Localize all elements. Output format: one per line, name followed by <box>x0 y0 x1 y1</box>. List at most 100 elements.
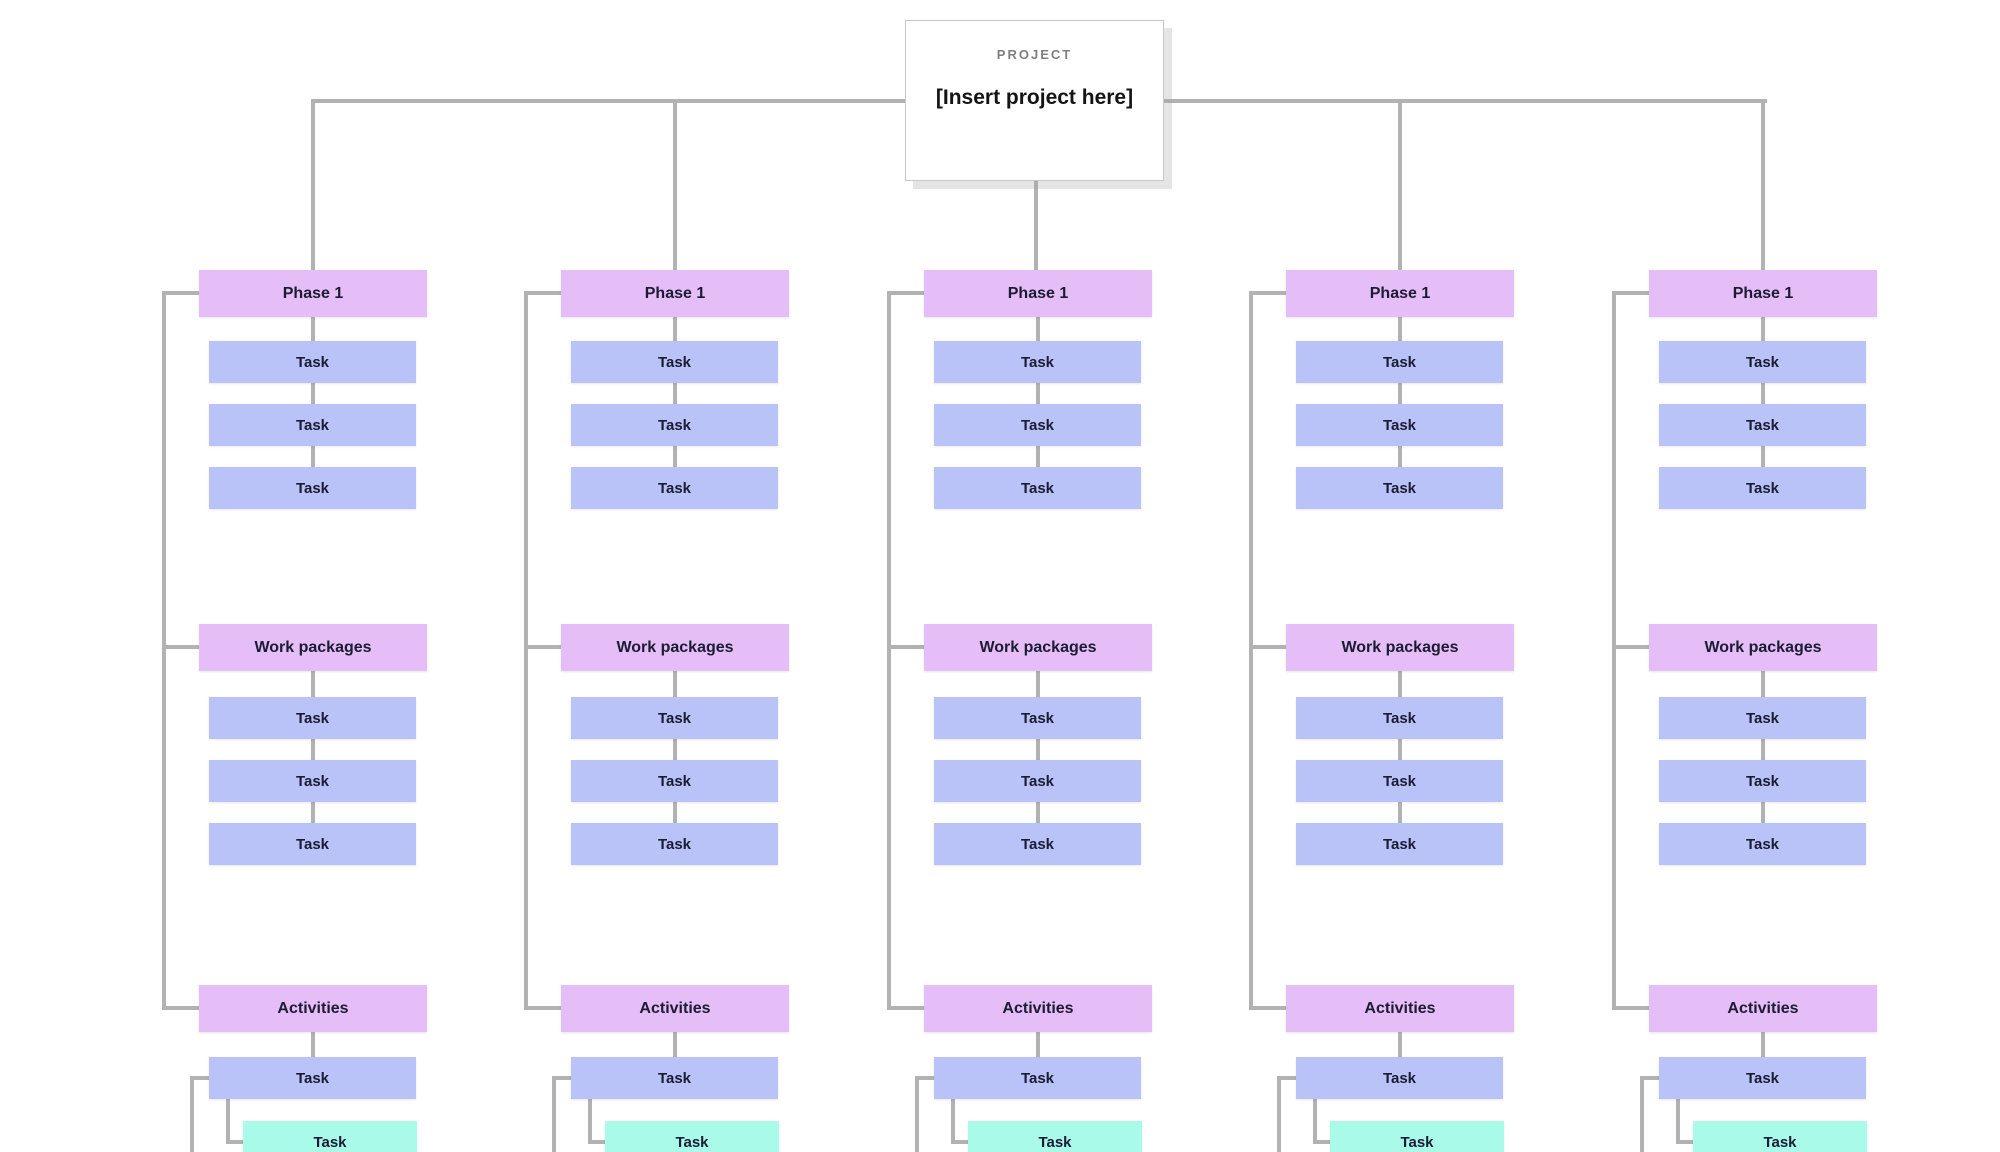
activities-header[interactable]: Activities <box>1286 985 1514 1032</box>
task-box[interactable]: Task <box>1659 341 1866 383</box>
phase-header[interactable]: Phase 1 <box>1649 270 1877 317</box>
task-box[interactable]: Task <box>209 697 416 739</box>
connector-line <box>524 291 561 295</box>
task-box[interactable]: Task <box>1659 697 1866 739</box>
phase-header[interactable]: Phase 1 <box>924 270 1152 317</box>
subtask-box[interactable]: Task <box>1330 1121 1504 1152</box>
task-box[interactable]: Task <box>1659 467 1866 509</box>
connector-line <box>887 291 924 295</box>
connector-line <box>1398 1009 1402 1057</box>
connector-line <box>915 1076 919 1152</box>
task-box[interactable]: Task <box>934 404 1141 446</box>
connector-line <box>673 99 677 270</box>
task-box[interactable]: Task <box>934 760 1141 802</box>
connector-line <box>190 1076 194 1152</box>
phase-header[interactable]: Phase 1 <box>1286 270 1514 317</box>
connector-line <box>162 1006 199 1010</box>
connector-line <box>1676 1140 1693 1144</box>
task-box[interactable]: Task <box>1296 823 1503 865</box>
connector-line <box>887 1006 924 1010</box>
task-box[interactable]: Task <box>1296 697 1503 739</box>
task-box[interactable]: Task <box>1296 404 1503 446</box>
task-box[interactable]: Task <box>1659 404 1866 446</box>
connector-line <box>951 1140 968 1144</box>
task-box[interactable]: Task <box>1659 1057 1866 1099</box>
activities-header[interactable]: Activities <box>561 985 789 1032</box>
connector-line <box>1249 1006 1286 1010</box>
task-box[interactable]: Task <box>571 823 778 865</box>
activities-header[interactable]: Activities <box>1649 985 1877 1032</box>
project-title-placeholder: [Insert project here] <box>935 86 1134 109</box>
task-box[interactable]: Task <box>571 404 778 446</box>
connector-line <box>1034 181 1038 270</box>
task-box[interactable]: Task <box>1296 1057 1503 1099</box>
connector-line <box>673 1009 677 1057</box>
work-packages-header[interactable]: Work packages <box>561 624 789 671</box>
task-box[interactable]: Task <box>209 404 416 446</box>
work-packages-header[interactable]: Work packages <box>199 624 427 671</box>
connector-line <box>1313 1099 1317 1144</box>
task-box[interactable]: Task <box>571 467 778 509</box>
connector-line <box>1761 99 1765 270</box>
connector-line <box>552 1076 556 1152</box>
task-box[interactable]: Task <box>209 467 416 509</box>
task-box[interactable]: Task <box>934 823 1141 865</box>
task-box[interactable]: Task <box>1296 467 1503 509</box>
task-box[interactable]: Task <box>209 1057 416 1099</box>
connector-line <box>1612 291 1649 295</box>
subtask-box[interactable]: Task <box>243 1121 417 1152</box>
connector-line <box>1277 1076 1281 1152</box>
connector-line <box>1612 645 1649 649</box>
task-box[interactable]: Task <box>571 341 778 383</box>
task-box[interactable]: Task <box>1296 341 1503 383</box>
task-box[interactable]: Task <box>571 760 778 802</box>
connector-line <box>1036 1009 1040 1057</box>
subtask-box[interactable]: Task <box>605 1121 779 1152</box>
connector-line <box>162 645 199 649</box>
connector-line <box>1277 1076 1297 1080</box>
connector-line <box>951 1099 955 1144</box>
task-box[interactable]: Task <box>934 341 1141 383</box>
connector-line <box>1640 1076 1660 1080</box>
activities-header[interactable]: Activities <box>924 985 1152 1032</box>
connector-line <box>226 1099 230 1144</box>
work-packages-header[interactable]: Work packages <box>1649 624 1877 671</box>
connector-line <box>311 99 315 270</box>
project-root-node[interactable]: PROJECT [Insert project here] <box>905 20 1164 181</box>
work-packages-header[interactable]: Work packages <box>924 624 1152 671</box>
connector-line <box>226 1140 243 1144</box>
task-box[interactable]: Task <box>1296 760 1503 802</box>
task-box[interactable]: Task <box>934 467 1141 509</box>
task-box[interactable]: Task <box>934 1057 1141 1099</box>
task-box[interactable]: Task <box>571 697 778 739</box>
connector-line <box>190 1076 210 1080</box>
connector-line <box>311 1009 315 1057</box>
phase-header[interactable]: Phase 1 <box>199 270 427 317</box>
task-box[interactable]: Task <box>1659 823 1866 865</box>
subtask-box[interactable]: Task <box>1693 1121 1867 1152</box>
connector-line <box>1398 99 1402 270</box>
phase-header[interactable]: Phase 1 <box>561 270 789 317</box>
connector-line <box>887 645 924 649</box>
connector-line <box>1249 291 1253 1010</box>
task-box[interactable]: Task <box>1659 760 1866 802</box>
connector-line <box>524 1006 561 1010</box>
connector-line <box>1761 1009 1765 1057</box>
connector-line <box>552 1076 572 1080</box>
subtask-box[interactable]: Task <box>968 1121 1142 1152</box>
task-box[interactable]: Task <box>209 341 416 383</box>
connector-line <box>162 291 166 1010</box>
connector-line <box>1313 1140 1330 1144</box>
connector-line <box>1676 1099 1680 1144</box>
project-eyebrow-label: PROJECT <box>996 47 1073 62</box>
task-box[interactable]: Task <box>571 1057 778 1099</box>
connector-line <box>915 1076 935 1080</box>
connector-line <box>524 291 528 1010</box>
connector-line <box>588 1099 592 1144</box>
task-box[interactable]: Task <box>209 823 416 865</box>
activities-header[interactable]: Activities <box>199 985 427 1032</box>
task-box[interactable]: Task <box>934 697 1141 739</box>
work-packages-header[interactable]: Work packages <box>1286 624 1514 671</box>
task-box[interactable]: Task <box>209 760 416 802</box>
